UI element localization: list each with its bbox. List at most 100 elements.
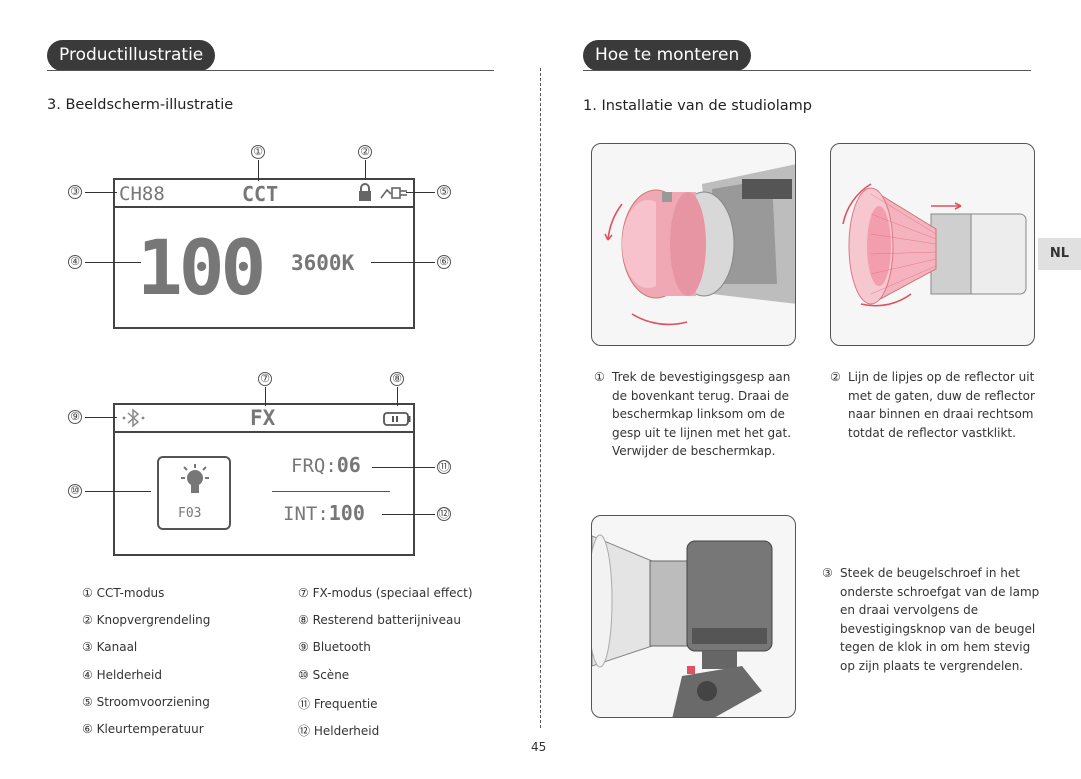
cct-display-panel: CH88 CCT 100 3600K bbox=[113, 178, 415, 329]
display-divider bbox=[115, 431, 413, 433]
legend-label: Knopvergrendeling bbox=[96, 613, 211, 627]
legend-label: Helderheid bbox=[313, 724, 380, 738]
caption-line: met de gaten, duw de reflector bbox=[848, 388, 1035, 403]
leader-line bbox=[365, 160, 366, 180]
legend-num: ⑩ bbox=[298, 668, 309, 682]
step-number: ③ bbox=[822, 566, 833, 580]
frequency-readout: FRQ:06 bbox=[291, 455, 361, 476]
language-tab: NL bbox=[1038, 238, 1081, 270]
legend-label: Bluetooth bbox=[312, 640, 371, 654]
callout-1: ① bbox=[251, 145, 265, 159]
legend-label: CCT-modus bbox=[96, 586, 165, 600]
channel-label: CH88 bbox=[119, 183, 165, 205]
lock-icon bbox=[357, 183, 373, 206]
frq-label: FRQ: bbox=[291, 455, 337, 477]
caption-line: totdat de reflector vastklikt. bbox=[848, 425, 1016, 440]
caption-line: Trek de bevestigingsgesp aan bbox=[612, 370, 791, 384]
legend-label: Frequentie bbox=[313, 697, 378, 711]
legend-item: ① CCT-modus bbox=[82, 586, 164, 600]
step-2-caption: ② Lijn de lipjes op de reflector uit met… bbox=[830, 368, 1040, 448]
legend-label: Resterend batterijniveau bbox=[312, 613, 461, 627]
leader-line bbox=[85, 417, 117, 418]
caption-line: Steek de beugelschroef in het bbox=[840, 566, 1020, 580]
legend-item: ④ Helderheid bbox=[82, 668, 162, 682]
int-label: INT: bbox=[283, 503, 329, 525]
leader-line bbox=[85, 192, 117, 193]
legend-num: ⑥ bbox=[82, 722, 93, 736]
legend-item: ⑫ Helderheid bbox=[298, 722, 379, 739]
callout-4: ④ bbox=[68, 255, 82, 269]
legend-label: Kanaal bbox=[96, 640, 138, 654]
photo-remove-protective-cap bbox=[591, 143, 796, 346]
legend-item: ⑧ Resterend batterijniveau bbox=[298, 613, 461, 627]
leader-line bbox=[85, 491, 151, 492]
legend-item: ⑦ FX-modus (speciaal effect) bbox=[298, 586, 473, 600]
callout-8: ⑧ bbox=[390, 372, 404, 386]
right-header-pill: Hoe te monteren bbox=[583, 40, 752, 71]
display-section-title: 3. Beeldscherm-illustratie bbox=[47, 97, 234, 113]
page-divider bbox=[540, 68, 541, 728]
legend-item: ⑪ Frequentie bbox=[298, 695, 378, 712]
callout-12: ⑫ bbox=[437, 507, 451, 521]
legend-num: ② bbox=[82, 613, 93, 627]
frq-value: 06 bbox=[336, 453, 361, 477]
callout-10: ⑩ bbox=[68, 484, 82, 498]
readout-separator bbox=[272, 491, 390, 492]
legend-label: FX-modus (speciaal effect) bbox=[312, 586, 473, 600]
caption-line: bevestigingsknop van de beugel bbox=[840, 621, 1036, 636]
caption-line: en draai vervolgens de bbox=[840, 603, 979, 618]
legend-item: ② Knopvergrendeling bbox=[82, 613, 210, 627]
legend-item: ⑨ Bluetooth bbox=[298, 640, 371, 654]
leader-line bbox=[85, 262, 141, 263]
intensity-readout: INT:100 bbox=[283, 503, 365, 524]
leader-line bbox=[382, 514, 435, 515]
legend-label: Stroomvoorziening bbox=[96, 695, 210, 709]
callout-3: ③ bbox=[68, 185, 82, 199]
legend-num: ⑨ bbox=[298, 640, 309, 654]
legend-num: ⑤ bbox=[82, 695, 93, 709]
callout-5: ⑤ bbox=[437, 185, 451, 199]
step-1-caption: ① Trek de bevestigingsgesp aan de bovenk… bbox=[594, 368, 794, 463]
fx-mode-label: FX bbox=[250, 406, 276, 430]
bluetooth-icon bbox=[120, 408, 148, 432]
color-temperature-value: 3600K bbox=[291, 251, 355, 275]
legend-item: ⑩ Scène bbox=[298, 668, 349, 682]
page-number: 45 bbox=[531, 740, 547, 754]
legend-label: Kleurtemperatuur bbox=[96, 722, 204, 736]
power-plug-icon bbox=[379, 185, 411, 205]
leader-line bbox=[397, 387, 398, 406]
legend-num: ⑪ bbox=[298, 697, 311, 711]
mounting-section-title: 1. Installatie van de studiolamp bbox=[583, 98, 812, 114]
photo-install-reflector bbox=[830, 143, 1035, 346]
leader-line bbox=[371, 262, 435, 263]
left-header-pill: Productillustratie bbox=[47, 40, 216, 71]
caption-line: de bovenkant terug. Draai de bbox=[612, 388, 789, 403]
legend-item: ⑤ Stroomvoorziening bbox=[82, 695, 210, 709]
caption-line: gesp uit te lijnen met het gat. bbox=[612, 425, 792, 440]
leader-line bbox=[258, 160, 259, 181]
caption-line: op zijn plaats te vergrendelen. bbox=[840, 658, 1024, 673]
legend-num: ⑦ bbox=[298, 586, 309, 600]
leader-line bbox=[372, 467, 435, 468]
legend-num: ④ bbox=[82, 668, 93, 682]
callout-11: ⑪ bbox=[437, 460, 451, 474]
scene-code: F03 bbox=[178, 506, 202, 521]
scene-box: F03 bbox=[157, 456, 231, 530]
legend-num: ③ bbox=[82, 640, 93, 654]
legend-num: ⑧ bbox=[298, 613, 309, 627]
battery-icon bbox=[383, 411, 411, 430]
legend-num: ⑫ bbox=[298, 724, 311, 738]
cct-mode-label: CCT bbox=[242, 182, 279, 206]
leader-line bbox=[265, 387, 266, 406]
left-header-rule bbox=[47, 70, 494, 71]
photo-mount-bracket bbox=[591, 515, 796, 718]
leader-line bbox=[406, 192, 435, 193]
legend-item: ③ Kanaal bbox=[82, 640, 137, 654]
caption-line: beschermkap linksom om de bbox=[612, 407, 785, 422]
right-header-rule bbox=[583, 70, 1031, 71]
legend-item: ⑥ Kleurtemperatuur bbox=[82, 722, 204, 736]
caption-line: naar binnen en draai rechtsom bbox=[848, 407, 1034, 422]
callout-6: ⑥ bbox=[437, 255, 451, 269]
step-number: ① bbox=[594, 370, 605, 384]
display-divider bbox=[115, 206, 413, 208]
